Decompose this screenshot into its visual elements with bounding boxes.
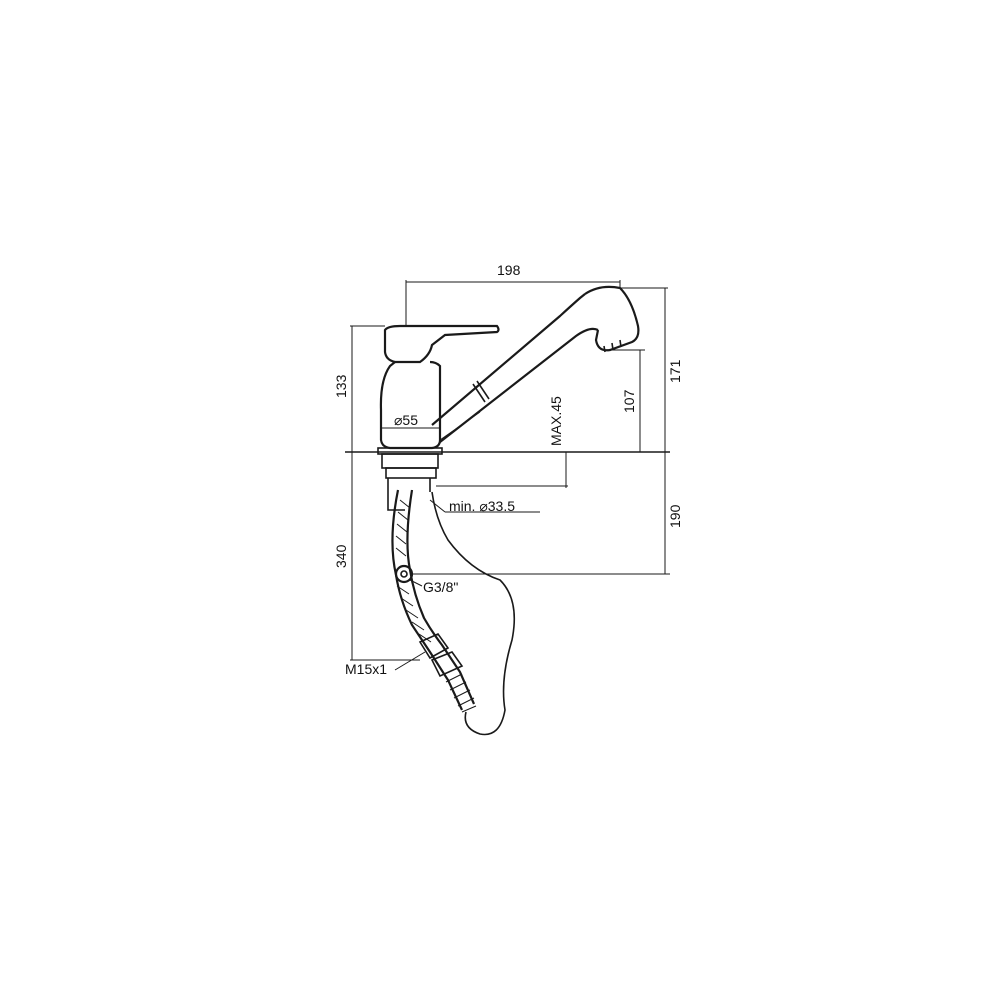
label-inlet-thread: G3/8": [423, 579, 458, 595]
dim-outlet-height: 107: [621, 389, 637, 413]
faucet-base: [377, 447, 443, 511]
dim-hole-diameter: min. ⌀33.5: [449, 498, 515, 514]
braided-hose: [391, 489, 477, 713]
dimension-lines: [350, 280, 670, 671]
dim-below-height: 190: [667, 504, 683, 528]
pull-out-spout: [431, 285, 640, 443]
label-hose-thread: M15x1: [345, 661, 387, 677]
dim-body-height: 133: [333, 374, 349, 398]
dim-hose-length: 340: [333, 544, 349, 568]
dim-spout-height: 171: [667, 359, 683, 383]
dim-top-width: 198: [497, 262, 521, 278]
pull-out-hose-loop: [431, 491, 516, 736]
dim-body-diameter: ⌀55: [394, 412, 418, 428]
dim-max-thickness: MAX.45: [548, 396, 564, 446]
